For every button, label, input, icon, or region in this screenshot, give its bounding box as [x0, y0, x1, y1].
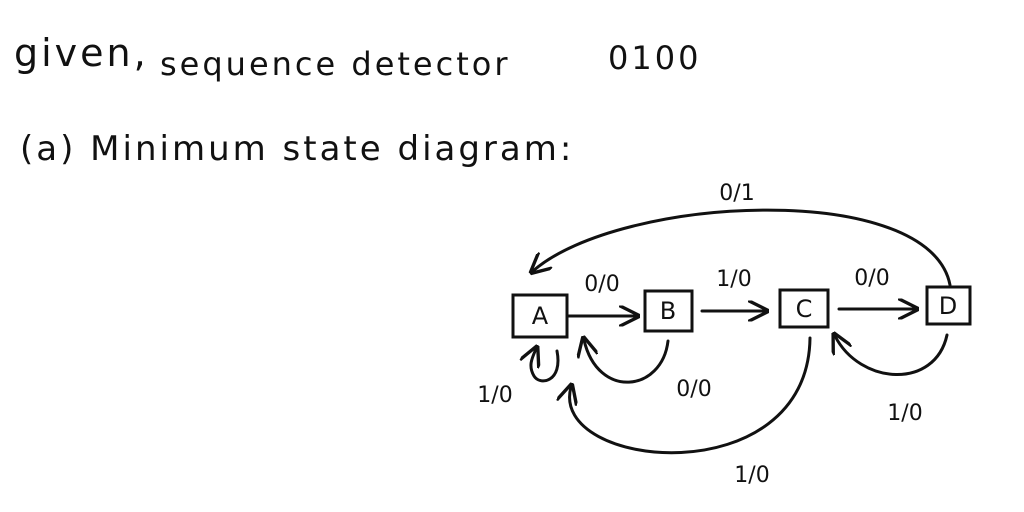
state-a: A [511, 293, 569, 339]
state-d: D [925, 285, 972, 326]
sequence-value: 0100 [608, 39, 702, 77]
state-a-label: A [532, 302, 549, 330]
label-b-to-c: 1/0 [716, 267, 751, 292]
label-a-to-b: 0/0 [584, 272, 619, 297]
state-d-label: D [939, 292, 957, 320]
label-a-self-loop: 1/0 [477, 383, 512, 408]
edge-a-self-loop [531, 349, 560, 383]
label-c-to-d: 0/0 [854, 266, 889, 291]
sequence-detector-label: sequence detector [160, 45, 511, 83]
state-c-label: C [796, 295, 813, 323]
state-b: B [643, 289, 694, 333]
edge-d-to-c [835, 335, 949, 376]
label-c-to-a: 1/0 [734, 463, 769, 488]
edge-b-to-a [584, 340, 670, 384]
given-note: given, [14, 31, 149, 75]
edge-d-to-a [533, 208, 952, 287]
diagram-heading: (a) Minimum state diagram: [20, 129, 575, 169]
edge-c-to-a [570, 336, 812, 455]
state-c: C [778, 288, 830, 329]
label-d-to-c: 1/0 [887, 401, 922, 426]
label-b-to-a: 0/0 [676, 377, 711, 402]
state-b-label: B [660, 297, 676, 325]
label-d-to-a: 0/1 [719, 181, 754, 206]
